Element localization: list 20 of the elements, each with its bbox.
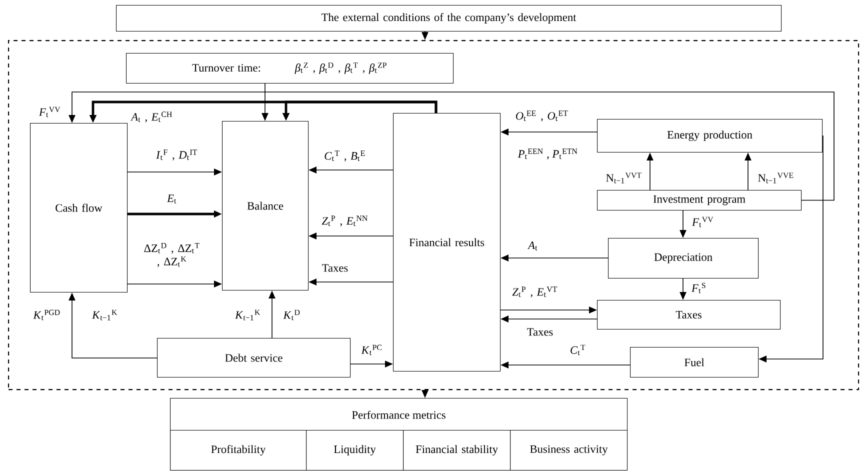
process-box: Debt service [157, 338, 351, 378]
process-box: Cash flow [30, 123, 128, 293]
edge-label: Taxes [322, 264, 348, 272]
process-box: Balance [222, 121, 309, 291]
edge-label: E$_{t}$ [166, 194, 176, 204]
table-cell: Liquidity [306, 430, 404, 471]
dashed-frame [8, 40, 860, 390]
process-box: Energy production [597, 119, 823, 153]
table-cell: Profitability [170, 430, 307, 471]
process-box: Depreciation [608, 238, 759, 279]
process-box: Financial results [393, 113, 501, 372]
process-box: The external conditions of the company’s development [116, 5, 782, 32]
edge-label: A$_{t}$ [527, 242, 538, 250]
process-box: Investment program [597, 190, 802, 211]
process-box: Taxes [597, 300, 781, 330]
edge-label: Taxes [527, 328, 553, 336]
table-cell: Financial stability [403, 430, 511, 471]
arrow [68, 92, 834, 201]
process-box: Fuel [630, 347, 759, 378]
table-cell: Business activity [510, 430, 628, 471]
